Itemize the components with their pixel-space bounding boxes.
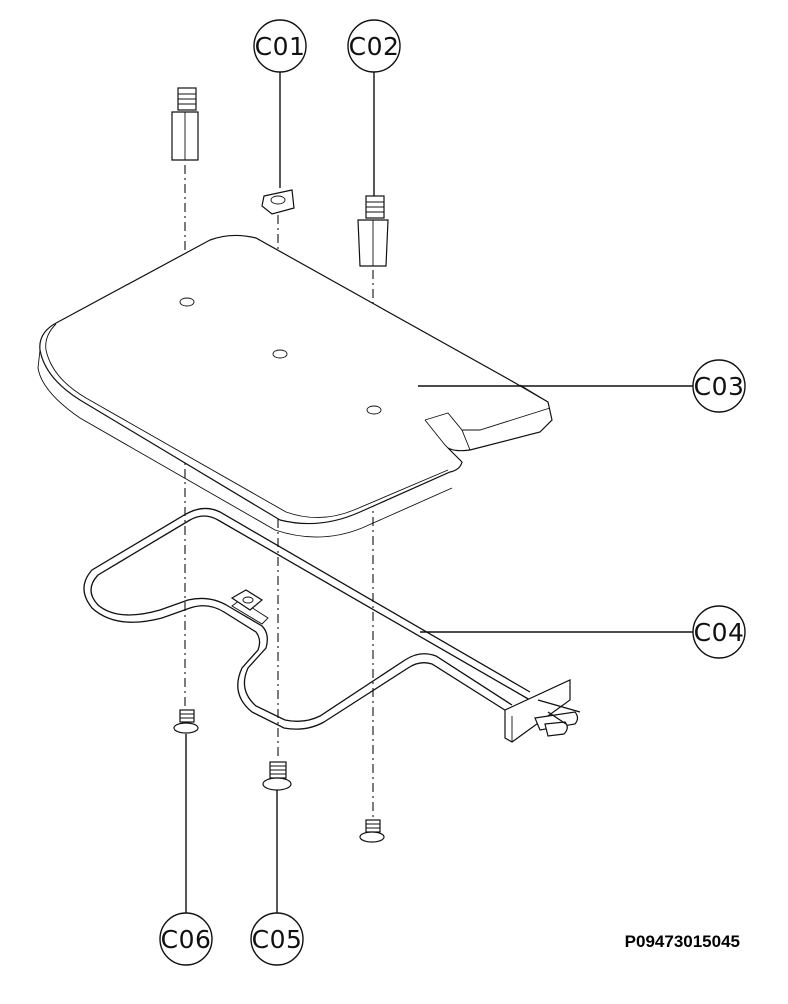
hex-nut	[261, 189, 295, 215]
callout-c03-label: C03	[694, 372, 745, 401]
callout-c04: C04	[692, 605, 746, 659]
callout-c01: C01	[253, 19, 307, 73]
callout-c05: C05	[250, 912, 304, 966]
cover-plate	[37, 234, 553, 538]
callout-c01-label: C01	[255, 32, 306, 61]
callout-c06-label: C06	[161, 925, 212, 954]
standoff-left	[171, 87, 199, 161]
callout-c04-label: C04	[694, 618, 745, 647]
part-code: P09473015045	[625, 932, 740, 951]
callout-c06: C06	[159, 912, 213, 966]
heating-element	[83, 507, 581, 743]
screw-center	[262, 761, 292, 791]
callout-c02-label: C02	[349, 32, 400, 61]
standoff-right	[357, 195, 389, 267]
leader-lines	[185, 72, 693, 913]
screw-right	[359, 819, 385, 843]
callout-c03: C03	[692, 359, 746, 413]
callout-c05-label: C05	[252, 925, 303, 954]
callout-c02: C02	[347, 19, 401, 73]
screw-left	[173, 709, 199, 734]
